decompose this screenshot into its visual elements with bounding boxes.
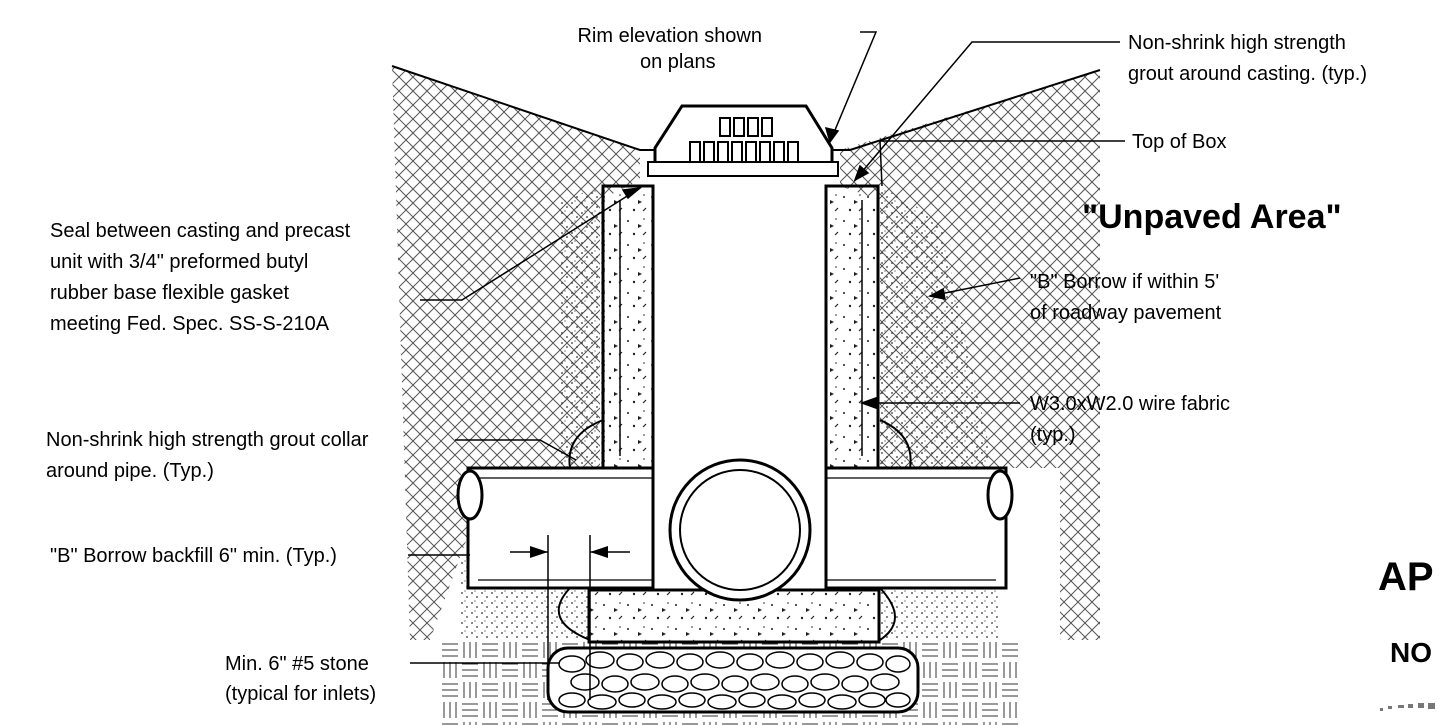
leader-rim: [829, 31, 878, 143]
label-borrow5-line2: of roadway pavement: [1030, 302, 1222, 324]
ground-line-right: [826, 69, 1101, 151]
label-top-box: Top of Box: [1132, 131, 1227, 153]
approval-stamp: AP NO: [1378, 555, 1435, 711]
stamp-line2: NO: [1390, 637, 1432, 668]
leader-grout-casting-arrow: [853, 164, 870, 182]
stamp-line1: AP: [1378, 555, 1434, 599]
label-grout-casting-line1: Non-shrink high strength: [1128, 32, 1346, 54]
label-seal-line2: unit with 3/4" preformed butyl: [50, 251, 308, 273]
leader-rim-arrow: [824, 126, 840, 144]
casting-grate: [647, 104, 839, 177]
precast-box: [587, 184, 881, 644]
grout-collar-left-bottom: [557, 587, 591, 641]
grout-collar-right: [879, 419, 912, 469]
leader-seal-arrow: [621, 186, 643, 200]
dimension-6in: [510, 535, 630, 700]
grout-collar-left: [568, 419, 604, 469]
leader-borrow5-arrow: [927, 287, 946, 300]
label-stone-line2: (typical for inlets): [225, 683, 376, 705]
label-collar-line1: Non-shrink high strength grout collar: [46, 429, 369, 451]
pipe: [456, 458, 1014, 602]
label-seal-line3: rubber base flexible gasket: [50, 282, 289, 304]
label-seal-line4: meeting Fed. Spec. SS-S-210A: [50, 313, 330, 335]
label-rim-line2: on plans: [640, 51, 716, 73]
leader-top-box: [879, 140, 1125, 187]
grout-collar-right-bottom: [879, 587, 896, 641]
leader-seal: [420, 187, 641, 301]
label-rim-line1: Rim elevation shown: [577, 25, 762, 47]
label-stone-line1: Min. 6" #5 stone: [225, 653, 369, 675]
diagram-title: "Unpaved Area": [1082, 198, 1342, 236]
borrow-fill-left: [460, 186, 605, 640]
leader-collar: [455, 439, 577, 461]
label-seal-line1: Seal between casting and precast: [50, 220, 351, 242]
label-collar-line2: around pipe. (Typ.): [46, 460, 214, 482]
label-backfill: "B" Borrow backfill 6" min. (Typ.): [50, 545, 337, 567]
label-wire-line2: (typ.): [1030, 424, 1076, 446]
label-borrow5-line1: "B" Borrow if within 5': [1030, 271, 1219, 293]
leader-borrow5: [929, 277, 1021, 297]
stone-bedding: [546, 646, 920, 714]
leader-wire-arrow: [859, 396, 877, 410]
ground-line-left: [391, 65, 655, 151]
leader-grout-casting: [854, 41, 1120, 181]
label-wire-line1: W3.0xW2.0 wire fabric: [1030, 393, 1230, 415]
label-grout-casting-line2: grout around casting. (typ.): [1128, 63, 1367, 85]
